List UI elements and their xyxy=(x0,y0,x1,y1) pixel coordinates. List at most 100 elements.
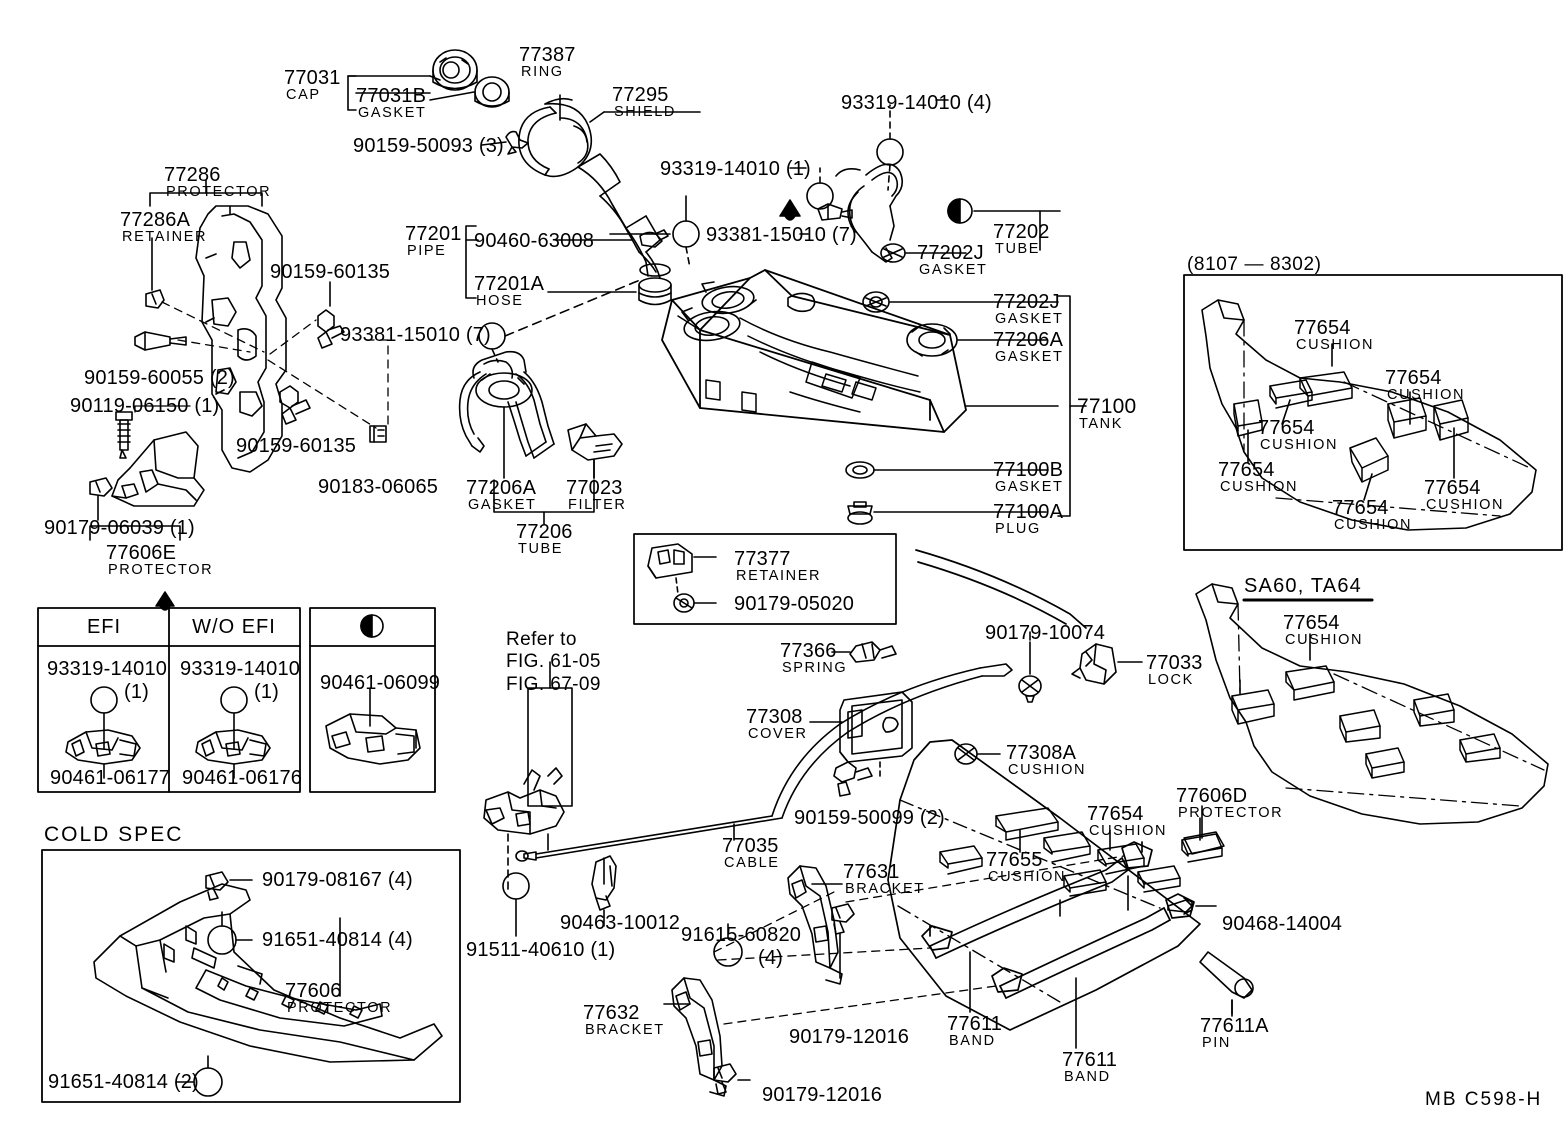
diagram-footer-code: MB C598-H xyxy=(1425,1089,1543,1110)
part-77202j-number: 77202J xyxy=(993,291,1060,313)
key-wo-efi-top-part: 93319-14010 xyxy=(180,658,301,680)
underbody-protector-art xyxy=(887,739,1201,1031)
refer-line-1: Refer to xyxy=(506,629,577,650)
key-efi-bottom-part: 90461-06177 xyxy=(50,767,171,789)
part-77100-number: 77100 xyxy=(1077,395,1137,418)
gasket-77100b-art xyxy=(845,461,875,479)
protector-77286-art xyxy=(195,205,287,473)
part-77308a-name: CUSHION xyxy=(1008,762,1087,778)
part-77366-name: SPRING xyxy=(782,660,848,676)
inset-cushion-3-number: 77654 xyxy=(1218,459,1275,481)
inset-cushion-1-number: 77654 xyxy=(1294,317,1351,339)
part-77201-number: 77201 xyxy=(405,223,462,245)
part-77033-number: 77033 xyxy=(1146,652,1203,674)
part-77100b-number: 77100B xyxy=(993,459,1064,481)
part-93381-15010-center: 93381-15010 (7) xyxy=(706,224,857,246)
part-77201a-number: 77201A xyxy=(474,273,545,295)
part-77201-name: PIPE xyxy=(407,243,447,259)
fuel-door-cover-art xyxy=(839,691,913,763)
inset-cushion-2-name: CUSHION xyxy=(1260,437,1339,453)
refer-line-3: FIG. 67-09 xyxy=(506,673,601,695)
clamp-90463-10012-art xyxy=(591,855,617,911)
part-77606-number: 77606 xyxy=(285,980,342,1002)
inset-sa60-cushion-name: CUSHION xyxy=(1285,632,1364,648)
key-efi-qty: (1) xyxy=(124,681,150,703)
tank-band-art xyxy=(921,841,1195,999)
triangle-marker-efi-icon xyxy=(779,199,801,221)
cotter-90468-14004-art xyxy=(1167,897,1193,915)
part-90179-12016-lower: 90179-12016 xyxy=(762,1084,883,1106)
inset-cushion-6-name: CUSHION xyxy=(1334,517,1413,533)
cushion-pads-art xyxy=(939,807,1223,897)
screw-90159-60135-lower-art xyxy=(279,385,311,425)
cap-gasket-art xyxy=(474,76,510,108)
part-77295-name: SHIELD xyxy=(614,104,676,120)
tank-surface-detail xyxy=(677,315,921,413)
fuel-cap-art xyxy=(432,49,478,91)
part-77201a-name: HOSE xyxy=(476,293,524,309)
retaining-ring-art xyxy=(518,106,557,176)
part-77206a-right-number: 77206A xyxy=(993,329,1064,351)
inset-cushion-6-number: 77654 xyxy=(1332,497,1389,519)
part-77202j-name: GASKET xyxy=(995,311,1064,327)
part-77202-number: 77202 xyxy=(993,221,1050,243)
filler-clip-art xyxy=(505,130,529,155)
part-90183-06065: 90183-06065 xyxy=(318,476,439,498)
part-90468-14004: 90468-14004 xyxy=(1222,913,1343,935)
nut-90179-12016-lower-art xyxy=(713,1063,737,1095)
protector-77606e-art xyxy=(111,431,205,507)
part-77632-name: BRACKET xyxy=(585,1022,665,1038)
part-77606-name: PROTECTOR xyxy=(287,1000,393,1016)
inset-cushion-2-number: 77654 xyxy=(1258,417,1315,439)
part-77100b-name: GASKET xyxy=(995,479,1064,495)
inset-sa60-cushions-art xyxy=(1231,665,1501,779)
part-93381-15010-left: 93381-15010 (7) xyxy=(340,324,491,346)
cold-spec-protector-art xyxy=(93,883,443,1063)
inset-dates-floor-art xyxy=(1201,299,1537,531)
part-77611a-name: PIN xyxy=(1202,1035,1231,1051)
part-90159-60135-upper: 90159-60135 xyxy=(270,261,391,283)
key-header-efi: EFI xyxy=(86,616,122,638)
inset-cushion-5-number: 77654 xyxy=(1424,477,1481,499)
part-77654-underbody-number: 77654 xyxy=(1087,803,1144,825)
part-77308-number: 77308 xyxy=(746,706,803,728)
inset-cushion-4-number: 77654 xyxy=(1385,367,1442,389)
clip-90183-06065-art xyxy=(369,425,387,443)
part-77202-name: TUBE xyxy=(995,241,1041,257)
part-90460-63008: 90460-63008 xyxy=(474,230,595,252)
part-77387-number: 77387 xyxy=(519,44,576,66)
part-77286a-name: RETAINER xyxy=(122,229,208,245)
part-77033-name: LOCK xyxy=(1148,672,1194,688)
part-93319-14010-4: 93319-14010 (4) xyxy=(841,92,992,114)
retainer-77377-art xyxy=(647,543,693,579)
part-77202j-tube-name: GASKET xyxy=(919,262,988,278)
key-wo-efi-qty: (1) xyxy=(254,681,280,703)
part-90179-08167: 90179-08167 (4) xyxy=(262,869,413,891)
fuel-hose-art xyxy=(639,263,671,277)
fuel-filter-77023-art xyxy=(567,423,623,461)
part-77023-name: FILTER xyxy=(568,497,627,513)
fuel-lock-77033-art xyxy=(1071,643,1117,685)
part-77308a-number: 77308A xyxy=(1006,742,1077,764)
part-77606e-name: PROTECTOR xyxy=(108,562,214,578)
fuel-sender-tube-art xyxy=(458,350,555,459)
part-77631-number: 77631 xyxy=(843,861,900,883)
part-77206-name: TUBE xyxy=(518,541,564,557)
part-90179-10074: 90179-10074 xyxy=(985,622,1106,644)
inset-sa60-title: SA60, TA64 xyxy=(1244,575,1362,597)
part-77606d-name: PROTECTOR xyxy=(1178,805,1284,821)
part-90179-06039: 90179-06039 (1) xyxy=(44,517,195,539)
screw-90159-50099-art xyxy=(833,761,873,797)
part-90119-06150: 90119-06150 (1) xyxy=(70,395,220,417)
hose-clamp-93381-art xyxy=(817,203,853,221)
part-77031b-name: GASKET xyxy=(358,105,427,121)
part-77295-number: 77295 xyxy=(612,84,669,106)
key-triangle-icon xyxy=(155,591,175,611)
screw-90159-60055-art xyxy=(134,331,187,351)
part-77655-number: 77655 xyxy=(986,849,1043,871)
part-77387-name: RING xyxy=(521,64,564,80)
gasket-77202j-top-art xyxy=(862,291,890,313)
part-77611-right-name: BAND xyxy=(1064,1069,1111,1085)
part-77035-number: 77035 xyxy=(722,835,779,857)
part-77655-name: CUSHION xyxy=(988,869,1067,885)
